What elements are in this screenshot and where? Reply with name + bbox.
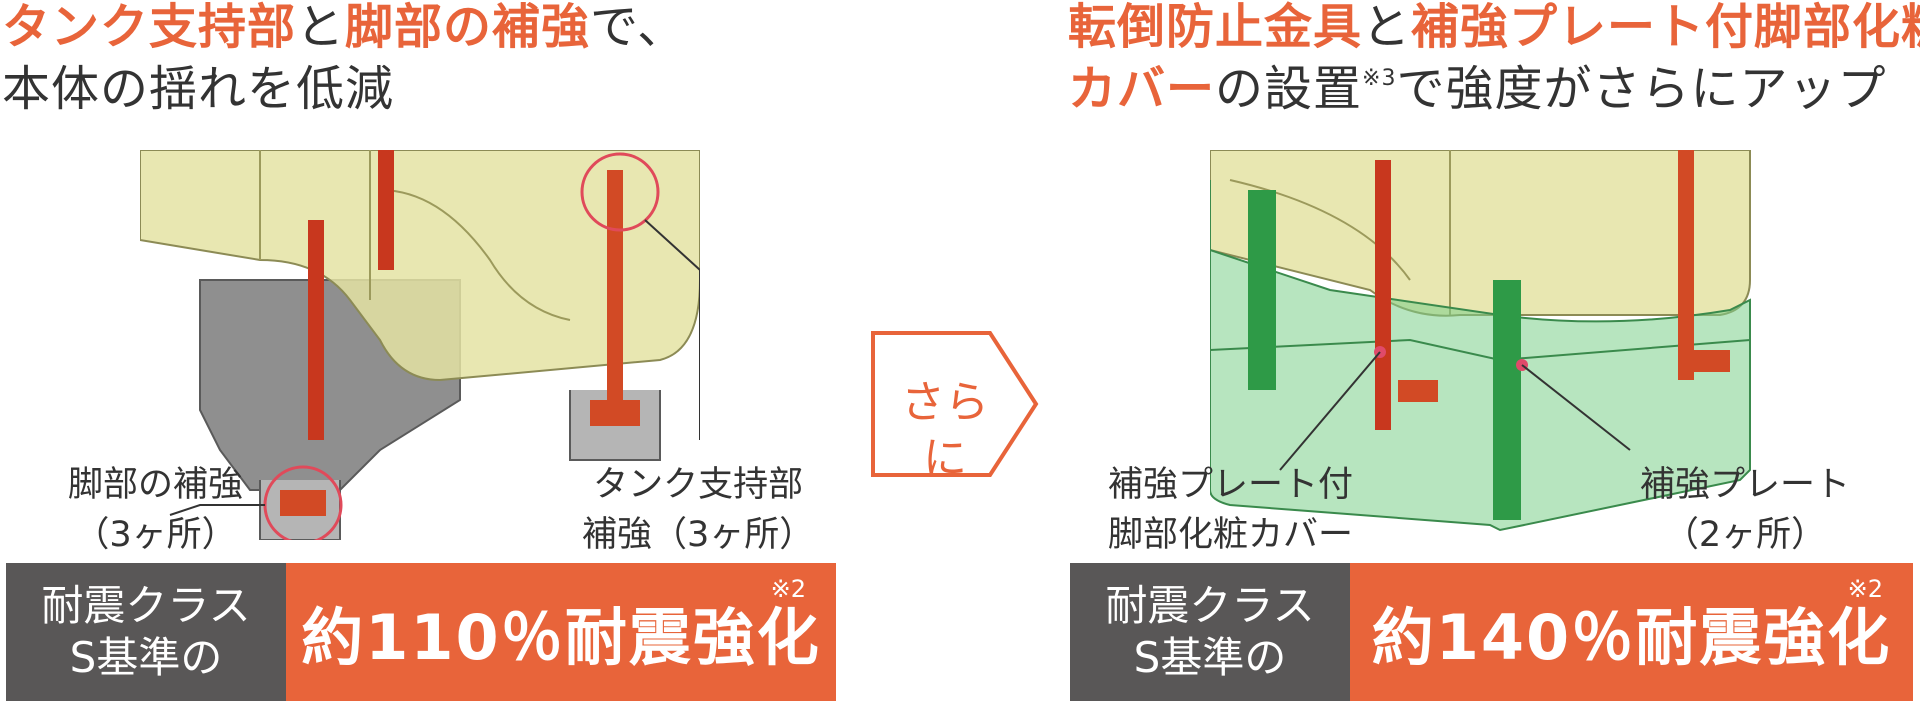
left-tank-bracket-right — [607, 170, 623, 400]
right-cover-edge — [1210, 338, 1751, 362]
right-unit-illustration — [1210, 150, 1751, 532]
right-cover-leader-line — [1279, 351, 1381, 471]
left-badge-class-line2: S基準の — [69, 633, 223, 682]
right-seismic-badge: 耐震クラス S基準の 約140％耐震強化 ※2 — [1070, 563, 1913, 701]
left-badge-value: 約110％耐震強化 — [301, 601, 821, 674]
right-badge-value-box: 約140％耐震強化 ※2 — [1350, 563, 1913, 701]
arrow-label: さらに — [901, 377, 989, 484]
right-leg-plate-right — [1690, 350, 1730, 372]
left-leg-callout: 脚部の補強 （3ヶ所） — [68, 460, 243, 560]
right-heading-footnote-mark: ※3 — [1362, 66, 1397, 91]
right-cover-callout: 補強プレート付 脚部化粧カバー — [1108, 460, 1353, 560]
left-tank-highlight-circle — [580, 152, 660, 232]
right-tank-bracket-center — [1375, 160, 1391, 430]
right-heading-line2-end: で強度がさらにアップ — [1396, 61, 1887, 117]
right-heading-line2-mid: の設置 — [1215, 61, 1363, 117]
right-cover-callout-line1: 補強プレート付 — [1108, 465, 1354, 505]
left-leg-leader-line — [169, 504, 265, 516]
right-plate-left — [1248, 190, 1276, 390]
right-heading-line2: カバーの設置※3で強度がさらにアップ — [1068, 58, 1920, 120]
left-leg-plate — [280, 490, 326, 516]
arrow-shape — [871, 331, 1039, 477]
left-badge-note: ※2 — [770, 575, 806, 603]
left-tank-callout-line2: 補強（3ヶ所） — [582, 515, 815, 555]
right-badge-class-line1: 耐震クラス — [1105, 581, 1315, 630]
left-tank-callout: タンク支持部 補強（3ヶ所） — [582, 460, 814, 560]
right-tank-bracket-right — [1678, 150, 1694, 380]
left-tank-body — [140, 150, 700, 382]
left-heading-highlight-leg: 脚部の補強 — [345, 0, 591, 55]
left-heading: タンク支持部と脚部の補強で、 本体の揺れを低減 — [2, 0, 686, 120]
right-tank-contour — [1229, 150, 1451, 315]
right-heading-highlight-bracket: 転倒防止金具 — [1068, 0, 1363, 55]
right-badge-class-line2: S基準の — [1133, 633, 1287, 682]
right-heading: 転倒防止金具と補強プレート付脚部化粧 カバーの設置※3で強度がさらにアップ — [1068, 0, 1920, 120]
left-tank-contour — [259, 150, 571, 321]
left-heading-connector: と — [296, 0, 346, 55]
right-plate-leader-line — [1521, 364, 1631, 451]
right-leg-plate — [590, 400, 640, 426]
right-heading-highlight-plate: 補強プレート付脚部化粧 — [1411, 0, 1920, 55]
right-plate-callout: 補強プレート （2ヶ所） — [1640, 460, 1850, 560]
left-tank-bracket-left — [308, 220, 324, 440]
right-badge-value: 約140％耐震強化 — [1371, 601, 1892, 674]
left-heading-line1-end: で、 — [590, 0, 687, 55]
right-leg-plate-center — [1398, 380, 1438, 402]
right-heading-line1: 転倒防止金具と補強プレート付脚部化粧 — [1068, 0, 1920, 58]
right-plate-callout-line1: 補強プレート — [1640, 465, 1851, 505]
right-heading-highlight-cover: カバー — [1068, 61, 1216, 117]
left-seismic-badge: 耐震クラス S基準の 約110％耐震強化 ※2 — [6, 563, 836, 701]
left-unit-illustration — [140, 150, 700, 540]
right-cover-callout-line2: 脚部化粧カバー — [1108, 515, 1354, 555]
right-badge-note: ※2 — [1847, 575, 1883, 603]
left-badge-class: 耐震クラス S基準の — [6, 563, 286, 701]
left-tank-callout-line1: タンク支持部 — [593, 465, 804, 505]
left-badge-value-box: 約110％耐震強化 ※2 — [286, 563, 836, 701]
right-plate-right — [1493, 280, 1521, 520]
next-step-arrow — [871, 331, 1039, 477]
left-heading-highlight-tank: タンク支持部 — [2, 0, 297, 55]
left-heading-line2: 本体の揺れを低減 — [2, 61, 395, 117]
left-tank-leader-line — [644, 219, 700, 440]
left-leg-callout-line2: （3ヶ所） — [74, 515, 237, 555]
left-tank-bracket-center — [378, 150, 394, 270]
right-heading-connector: と — [1362, 0, 1412, 55]
right-badge-class: 耐震クラス S基準の — [1070, 563, 1350, 701]
left-heading-line1: タンク支持部と脚部の補強で、 — [2, 0, 686, 58]
right-plate-callout-line2: （2ヶ所） — [1663, 515, 1827, 555]
left-badge-class-line1: 耐震クラス — [41, 581, 251, 630]
left-leg-callout-line1: 脚部の補強 — [68, 465, 244, 505]
